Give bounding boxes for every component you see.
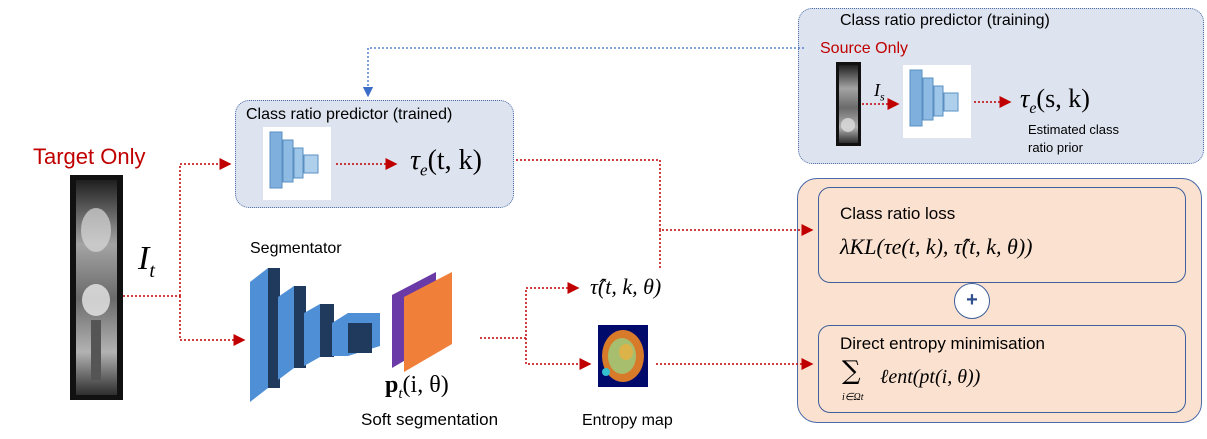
trained-box-title: Class ratio predictor (trained) (246, 106, 453, 123)
trained-cnn-icon (263, 127, 331, 200)
soft-seg-math: pt(i, θ) (385, 372, 449, 402)
input-target-symbol: It (138, 240, 155, 282)
target-only-label: Target Only (33, 144, 146, 169)
target-mri-image (70, 175, 123, 400)
entropy-minimisation-box (818, 325, 1186, 413)
summation-symbol: ∑ (842, 356, 861, 386)
arrow-to-segmentator (179, 296, 246, 346)
class-ratio-loss-title: Class ratio loss (840, 204, 956, 223)
entropy-map-image (598, 325, 648, 387)
estimated-caption-line2: ratio prior (1028, 140, 1083, 155)
segmentator-label: Segmentator (250, 240, 342, 257)
entropy-loss-title: Direct entropy minimisation (840, 334, 1046, 353)
training-box-title: Class ratio predictor (training) (840, 12, 1050, 29)
soft-segmentation-planes (392, 272, 452, 372)
arrow-to-trained-predictor (179, 158, 232, 296)
entropy-map-label: Entropy map (582, 412, 673, 429)
plus-symbol: + (954, 283, 990, 319)
tau-e-t-k: τe(t, k) (410, 145, 483, 180)
tau-hat-label: τ̂(t, k, θ) (590, 274, 662, 299)
red-arrows (123, 96, 1012, 370)
soft-seg-caption: Soft segmentation (361, 410, 499, 429)
line-from-tau-e (516, 159, 661, 230)
source-mri-image (836, 62, 861, 146)
input-source-symbol: Is (874, 80, 885, 104)
arrow-to-tau-hat (480, 282, 580, 339)
source-only-label: Source Only (820, 40, 909, 57)
tau-e-s-k: τe(s, k) (1020, 84, 1090, 118)
arrow-to-class-ratio-loss (659, 224, 814, 268)
segmentator-network (250, 268, 380, 402)
class-ratio-loss-formula: λKL(τe(t, k), τ̂(t, k, θ)) (840, 234, 1033, 259)
arrow-to-entropy-map (525, 338, 592, 370)
class-ratio-predictor-training-box (798, 8, 1204, 164)
class-ratio-loss-box (818, 187, 1186, 283)
entropy-loss-formula: ℓent(pt(i, θ)) (880, 366, 981, 388)
summation-subscript: i∈Ωt (842, 392, 864, 403)
estimated-caption-line1: Estimated class (1028, 122, 1120, 137)
training-cnn-icon (903, 65, 971, 138)
blue-arrow-prior-to-trained (362, 47, 804, 98)
